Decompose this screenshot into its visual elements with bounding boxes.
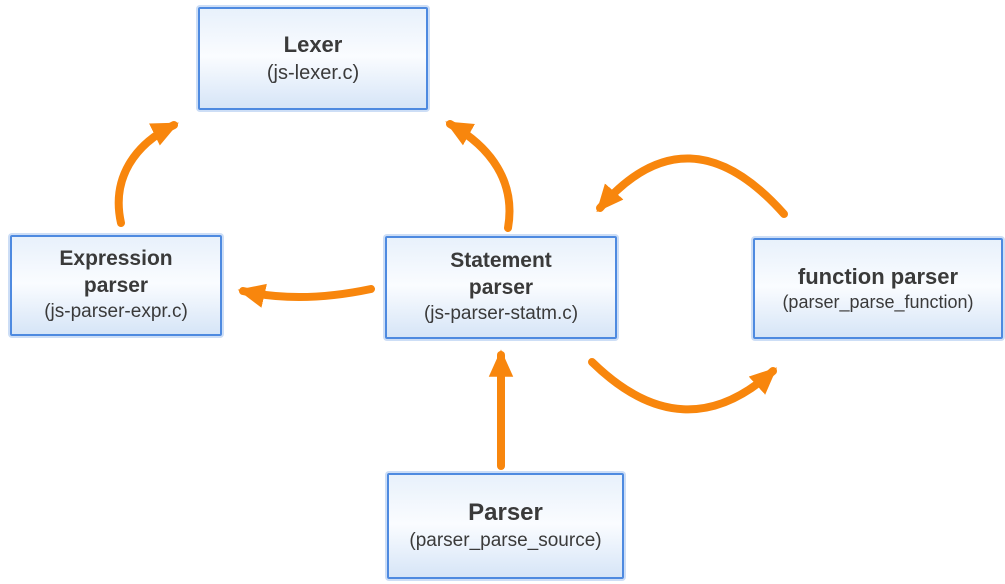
- arrow-statement-parser-to-lexer-icon: [445, 120, 514, 232]
- arrow-expression-parser-to-lexer-icon: [114, 121, 179, 227]
- arrow-statement-parser-to-expression-parser-icon: [237, 283, 375, 308]
- node-function-parser-subtitle: (parser_parse_function): [782, 292, 974, 313]
- node-lexer-title: Lexer: [283, 32, 343, 58]
- node-expression-parser-subtitle: (js-parser-expr.c): [44, 300, 188, 322]
- node-lexer-subtitle: (js-lexer.c): [266, 61, 360, 84]
- arrow-function-parser-to-statement-parser-icon: [596, 154, 788, 218]
- node-expression-parser-title: Expression parser: [59, 247, 173, 297]
- arrow-statement-parser-to-function-parser-icon: [588, 358, 778, 414]
- node-statement-parser-title: Statement parser: [450, 249, 552, 299]
- node-function-parser-title: function parser: [797, 263, 959, 289]
- node-parser-subtitle: (parser_parse_source): [409, 530, 602, 552]
- node-parser-title: Parser: [468, 499, 543, 527]
- node-expression-parser: Expression parser (js-parser-expr.c): [10, 235, 222, 336]
- node-statement-parser-subtitle: (js-parser-statm.c): [423, 302, 579, 324]
- node-lexer: Lexer (js-lexer.c): [198, 7, 428, 110]
- node-parser: Parser (parser_parse_source): [387, 473, 624, 579]
- node-function-parser: function parser (parser_parse_function): [753, 238, 1003, 339]
- node-statement-parser: Statement parser (js-parser-statm.c): [385, 236, 617, 339]
